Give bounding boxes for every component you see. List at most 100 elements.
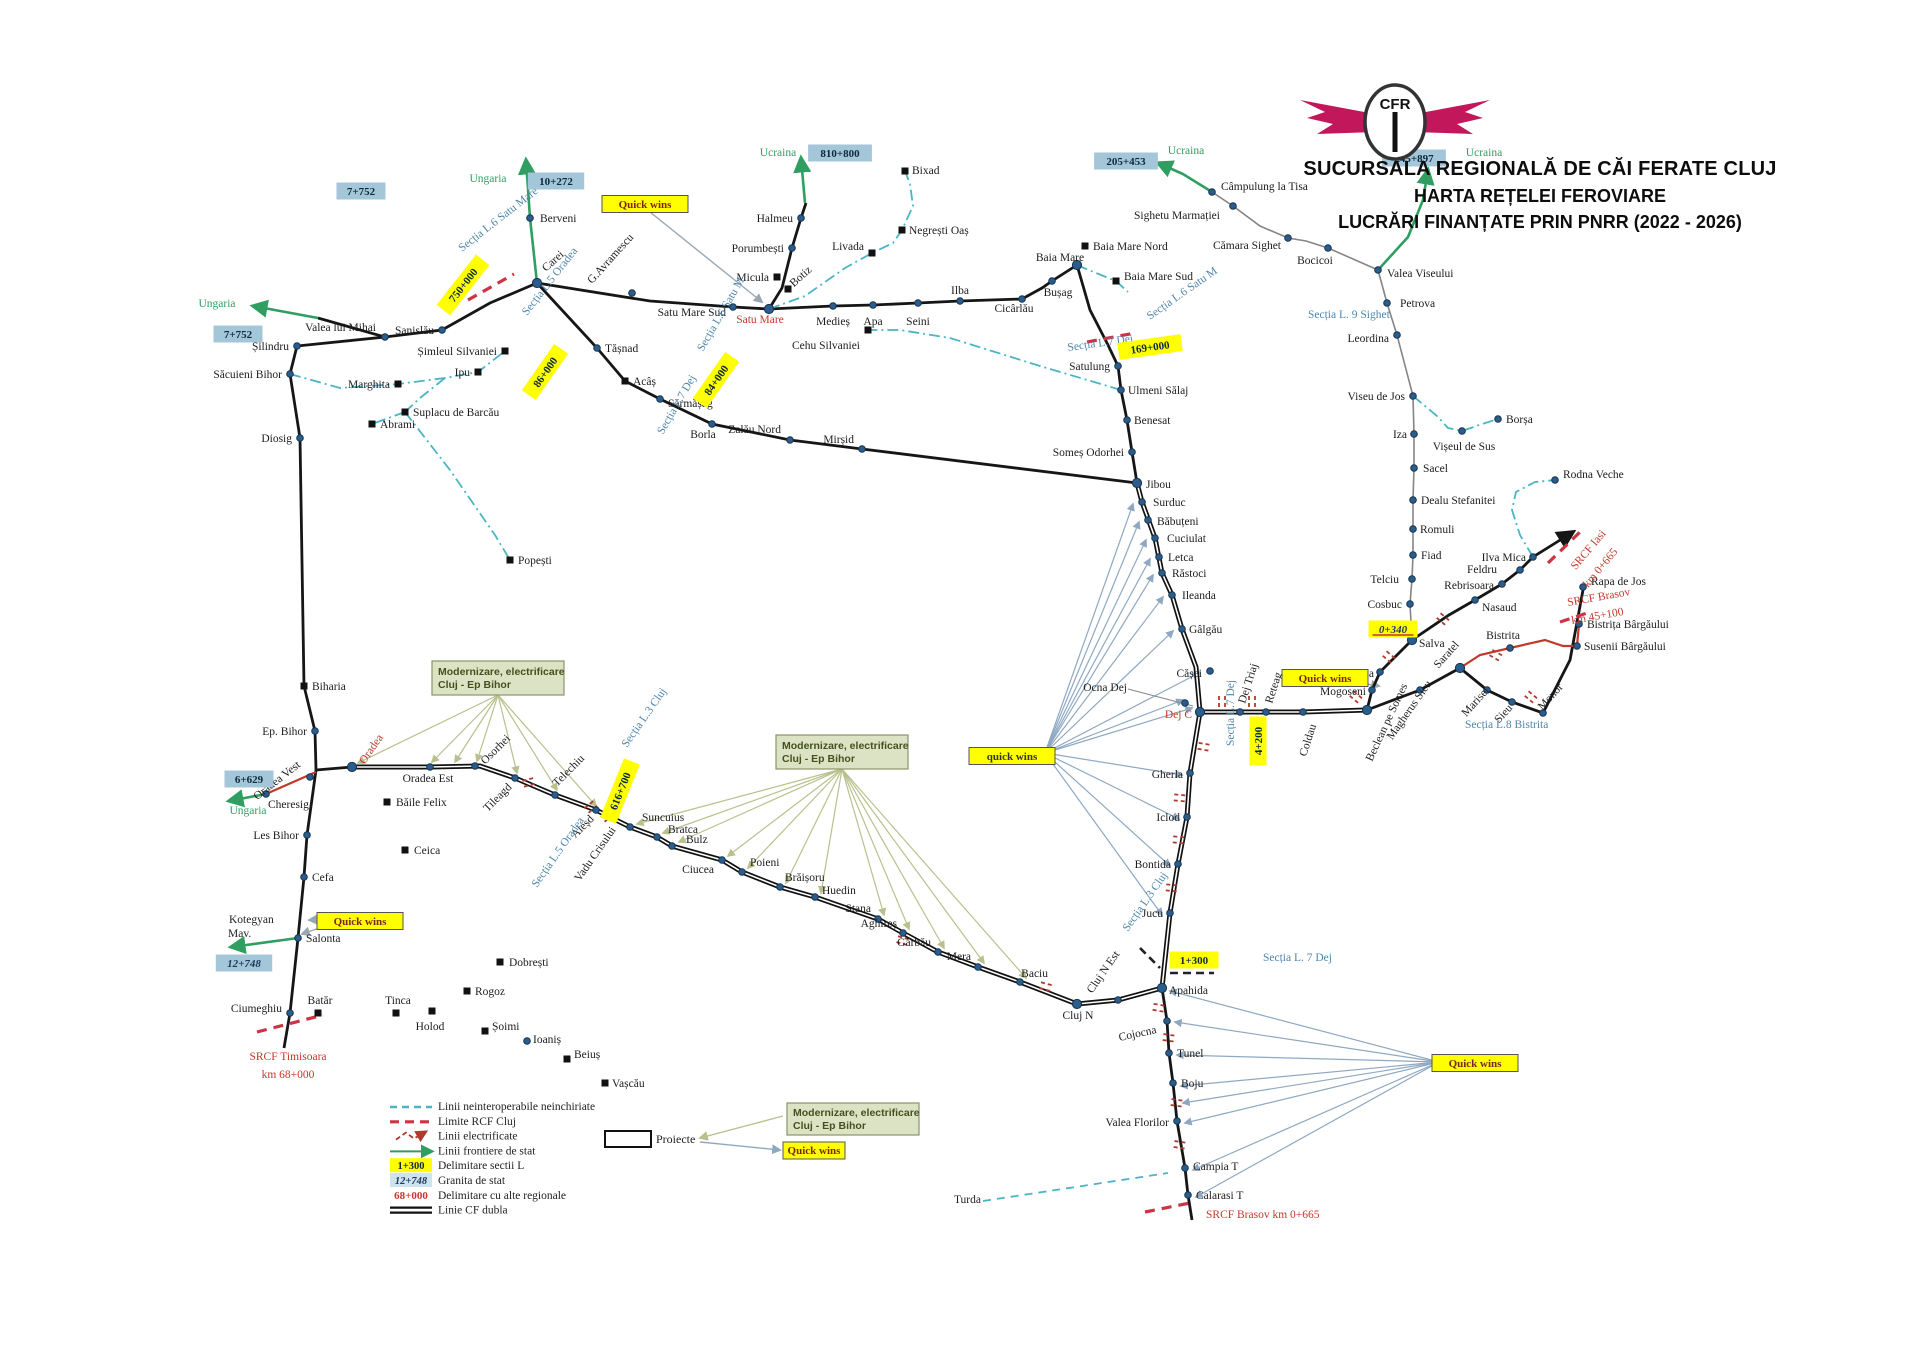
- station-label: Jucu: [1142, 908, 1163, 920]
- station-marker-dot: [1406, 600, 1414, 608]
- station-tunel: Tunel: [1165, 1048, 1203, 1060]
- logo-text: CFR: [1380, 96, 1411, 113]
- station-ciumeghiu: Ciumeghiu: [231, 1003, 294, 1017]
- station-marker-dot: [829, 302, 837, 310]
- station-marker-dot: [1206, 667, 1214, 675]
- station-apa: Apa: [863, 301, 883, 328]
- station-marker-dot: [1409, 496, 1417, 504]
- chip-169-000: 169+000: [1117, 334, 1183, 360]
- modernizare-oradea-arrow-3: [475, 694, 499, 763]
- station-tinca: Tinca: [385, 995, 411, 1017]
- chip-label: 10+272: [539, 176, 573, 188]
- station-marker-square: [314, 1009, 322, 1017]
- station-marker-dot: [296, 434, 304, 442]
- chip-label: 7+752: [224, 329, 253, 341]
- chip-box: [808, 144, 872, 162]
- chip-label: 4+200: [1253, 726, 1265, 755]
- station-marker-square: [621, 377, 629, 385]
- station-marker-square: [392, 1009, 400, 1017]
- chip-7-752: 7+752: [213, 325, 263, 343]
- station-marker-square: [601, 1079, 609, 1087]
- chip-1-300: 1+300: [1169, 951, 1219, 969]
- station-marker-dot: [1151, 534, 1159, 542]
- station-label: Băbuțeni: [1157, 516, 1199, 528]
- station-iclod: Iclod: [1156, 812, 1191, 824]
- station-label: Valea lui Mihai: [305, 322, 376, 334]
- station-rodna-veche: Rodna Veche: [1551, 469, 1624, 484]
- station-label: Borșa: [1506, 414, 1533, 426]
- line-oradea-cluj-inner: [352, 765, 1078, 1005]
- modernizare-cluj-arrow-11: [841, 768, 1028, 980]
- station-marker-dot: [1575, 620, 1583, 628]
- chip-6-629: 6+629: [224, 770, 274, 788]
- proiecte-arrow-blue: [699, 1141, 782, 1155]
- station-marker-square: [428, 1007, 436, 1015]
- station-label: Porumbești: [732, 243, 784, 255]
- station-marker-dot: [523, 1037, 531, 1045]
- station-marker-dot: [668, 842, 676, 850]
- station-marker-dot: [526, 214, 534, 222]
- modernizare-oradea-arrow-2: [454, 694, 499, 764]
- modernizare-oradea-arrow-4: [497, 694, 520, 775]
- station-suplacu-de-barc-u: Suplacu de Barcău: [401, 407, 499, 419]
- chip-quick-wins: Quick wins: [316, 912, 404, 930]
- line-abrami-link: [371, 411, 406, 425]
- station-b-bu-eni: Băbuțeni: [1144, 516, 1199, 528]
- station-label: Suplacu de Barcău: [413, 407, 499, 419]
- station-label: Letca: [1168, 552, 1194, 564]
- station-holod: Holod: [416, 1007, 445, 1033]
- modernizare-cluj-arrow-4: [746, 768, 843, 870]
- line-baiamare-jibou: [1075, 264, 1139, 484]
- station-label: Marghita: [348, 379, 390, 391]
- station-marker-dot: [593, 344, 601, 352]
- station-marker-dot: [300, 873, 308, 881]
- quickwins-somes-arrow-6: [1044, 629, 1175, 754]
- note-kotegyan: Kotegyan: [229, 914, 274, 926]
- title-line-2: HARTA REȚELEI FEROVIARE: [1413, 186, 1666, 206]
- station-marker-dot: [1173, 1117, 1181, 1125]
- station-label: Someș Odorhei: [1053, 447, 1124, 459]
- quickwins-somes-arrow-10: [1044, 752, 1184, 779]
- station-halmeu: Halmeu: [757, 213, 805, 225]
- station-marker-dot: [1158, 569, 1166, 577]
- station-c-mpulung-la-tisa: Câmpulung la Tisa: [1208, 181, 1308, 196]
- station-baia-mare: Baia Mare: [1036, 252, 1084, 271]
- station-label: Baia Mare Nord: [1093, 241, 1168, 253]
- station-label: Feldru: [1467, 564, 1497, 576]
- chip-label: Quick wins: [1449, 1058, 1503, 1070]
- station-marker-dot: [1163, 1017, 1171, 1025]
- station-cluj-n: Cluj N: [1063, 998, 1094, 1022]
- station-marghita: Marghita: [348, 379, 402, 391]
- station-telciu: Telciu: [1370, 574, 1416, 586]
- station-label: Ciucea: [682, 864, 714, 876]
- quickwins-somes-arrow-12: [1044, 752, 1172, 868]
- legend-label: Granita de stat: [438, 1175, 506, 1187]
- station-label: Bocicoi: [1297, 255, 1333, 267]
- station-marker-dot: [729, 303, 737, 311]
- station-marker-dot: [1410, 464, 1418, 472]
- station-label: Șilindru: [252, 341, 289, 353]
- station-abrami: Abrami: [368, 419, 415, 431]
- station-satu-mare: Satu Mare: [736, 303, 784, 326]
- station-marker-square: [1112, 277, 1120, 285]
- map-title-block: SUCURSALA REGIONALĂ DE CĂI FERATE CLUJ H…: [1215, 158, 1865, 233]
- chip-label: Quick wins: [619, 199, 673, 211]
- station-label: Rodna Veche: [1563, 469, 1624, 481]
- station-marker-dot: [1236, 708, 1244, 716]
- station-marker-dot: [471, 762, 479, 770]
- chip-box: [1368, 620, 1418, 638]
- station-marker-dot: [797, 214, 805, 222]
- station-marker-dot: [1144, 516, 1152, 524]
- station-label: Cășei: [1176, 668, 1202, 680]
- chip-box: [224, 770, 274, 788]
- line-rcf-rapa: [1559, 610, 1591, 624]
- station-label: Băile Felix: [396, 797, 447, 809]
- modernizare-oradea-arrow-0: [356, 694, 499, 764]
- station-label: Valea Viseului: [1387, 268, 1453, 280]
- station-label: Bușag: [1044, 287, 1073, 299]
- logo-right-wing: [1415, 100, 1490, 134]
- station-marker-dot: [303, 831, 311, 839]
